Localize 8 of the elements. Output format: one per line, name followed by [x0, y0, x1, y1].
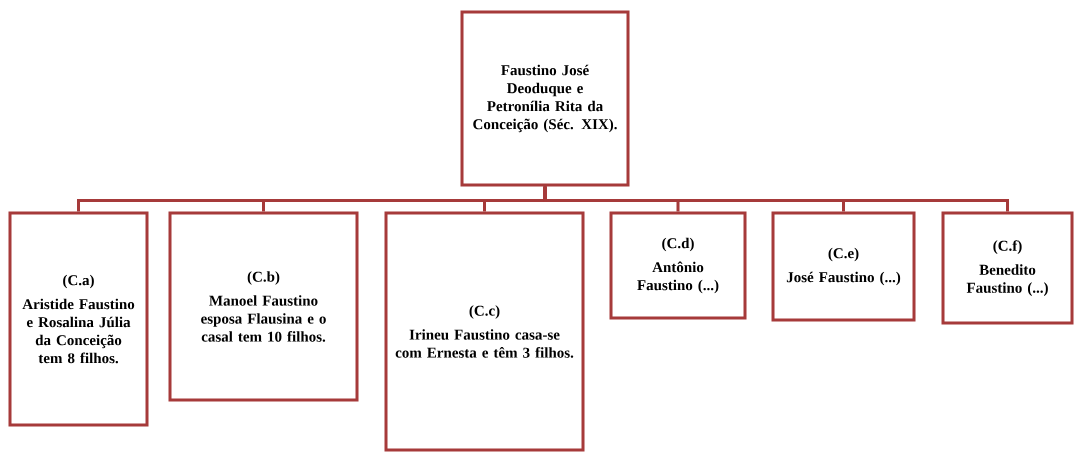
family-box: (C.b) Manoel Faustino esposa Flausina e o casal tem 10 filhos.: [168, 211, 359, 402]
family-box: Faustino José Deoduque e Petronília Rita da Conceição (Séc. XIX).: [460, 10, 630, 187]
family-box: (C.c) Irineu Faustino casa-se com Ernesta e têm 3 filhos.: [384, 211, 585, 452]
family-box: (C.a) Aristide Faustino e Rosalina Júlia da Conceição tem 8 filhos.: [8, 211, 149, 427]
family-box: (C.f) Benedito Faustino (...): [941, 211, 1074, 325]
family-box: (C.e) José Faustino (...): [771, 211, 916, 322]
connector-line: [543, 186, 1009, 212]
family-box: (C.d) Antônio Faustino (...): [609, 211, 747, 320]
